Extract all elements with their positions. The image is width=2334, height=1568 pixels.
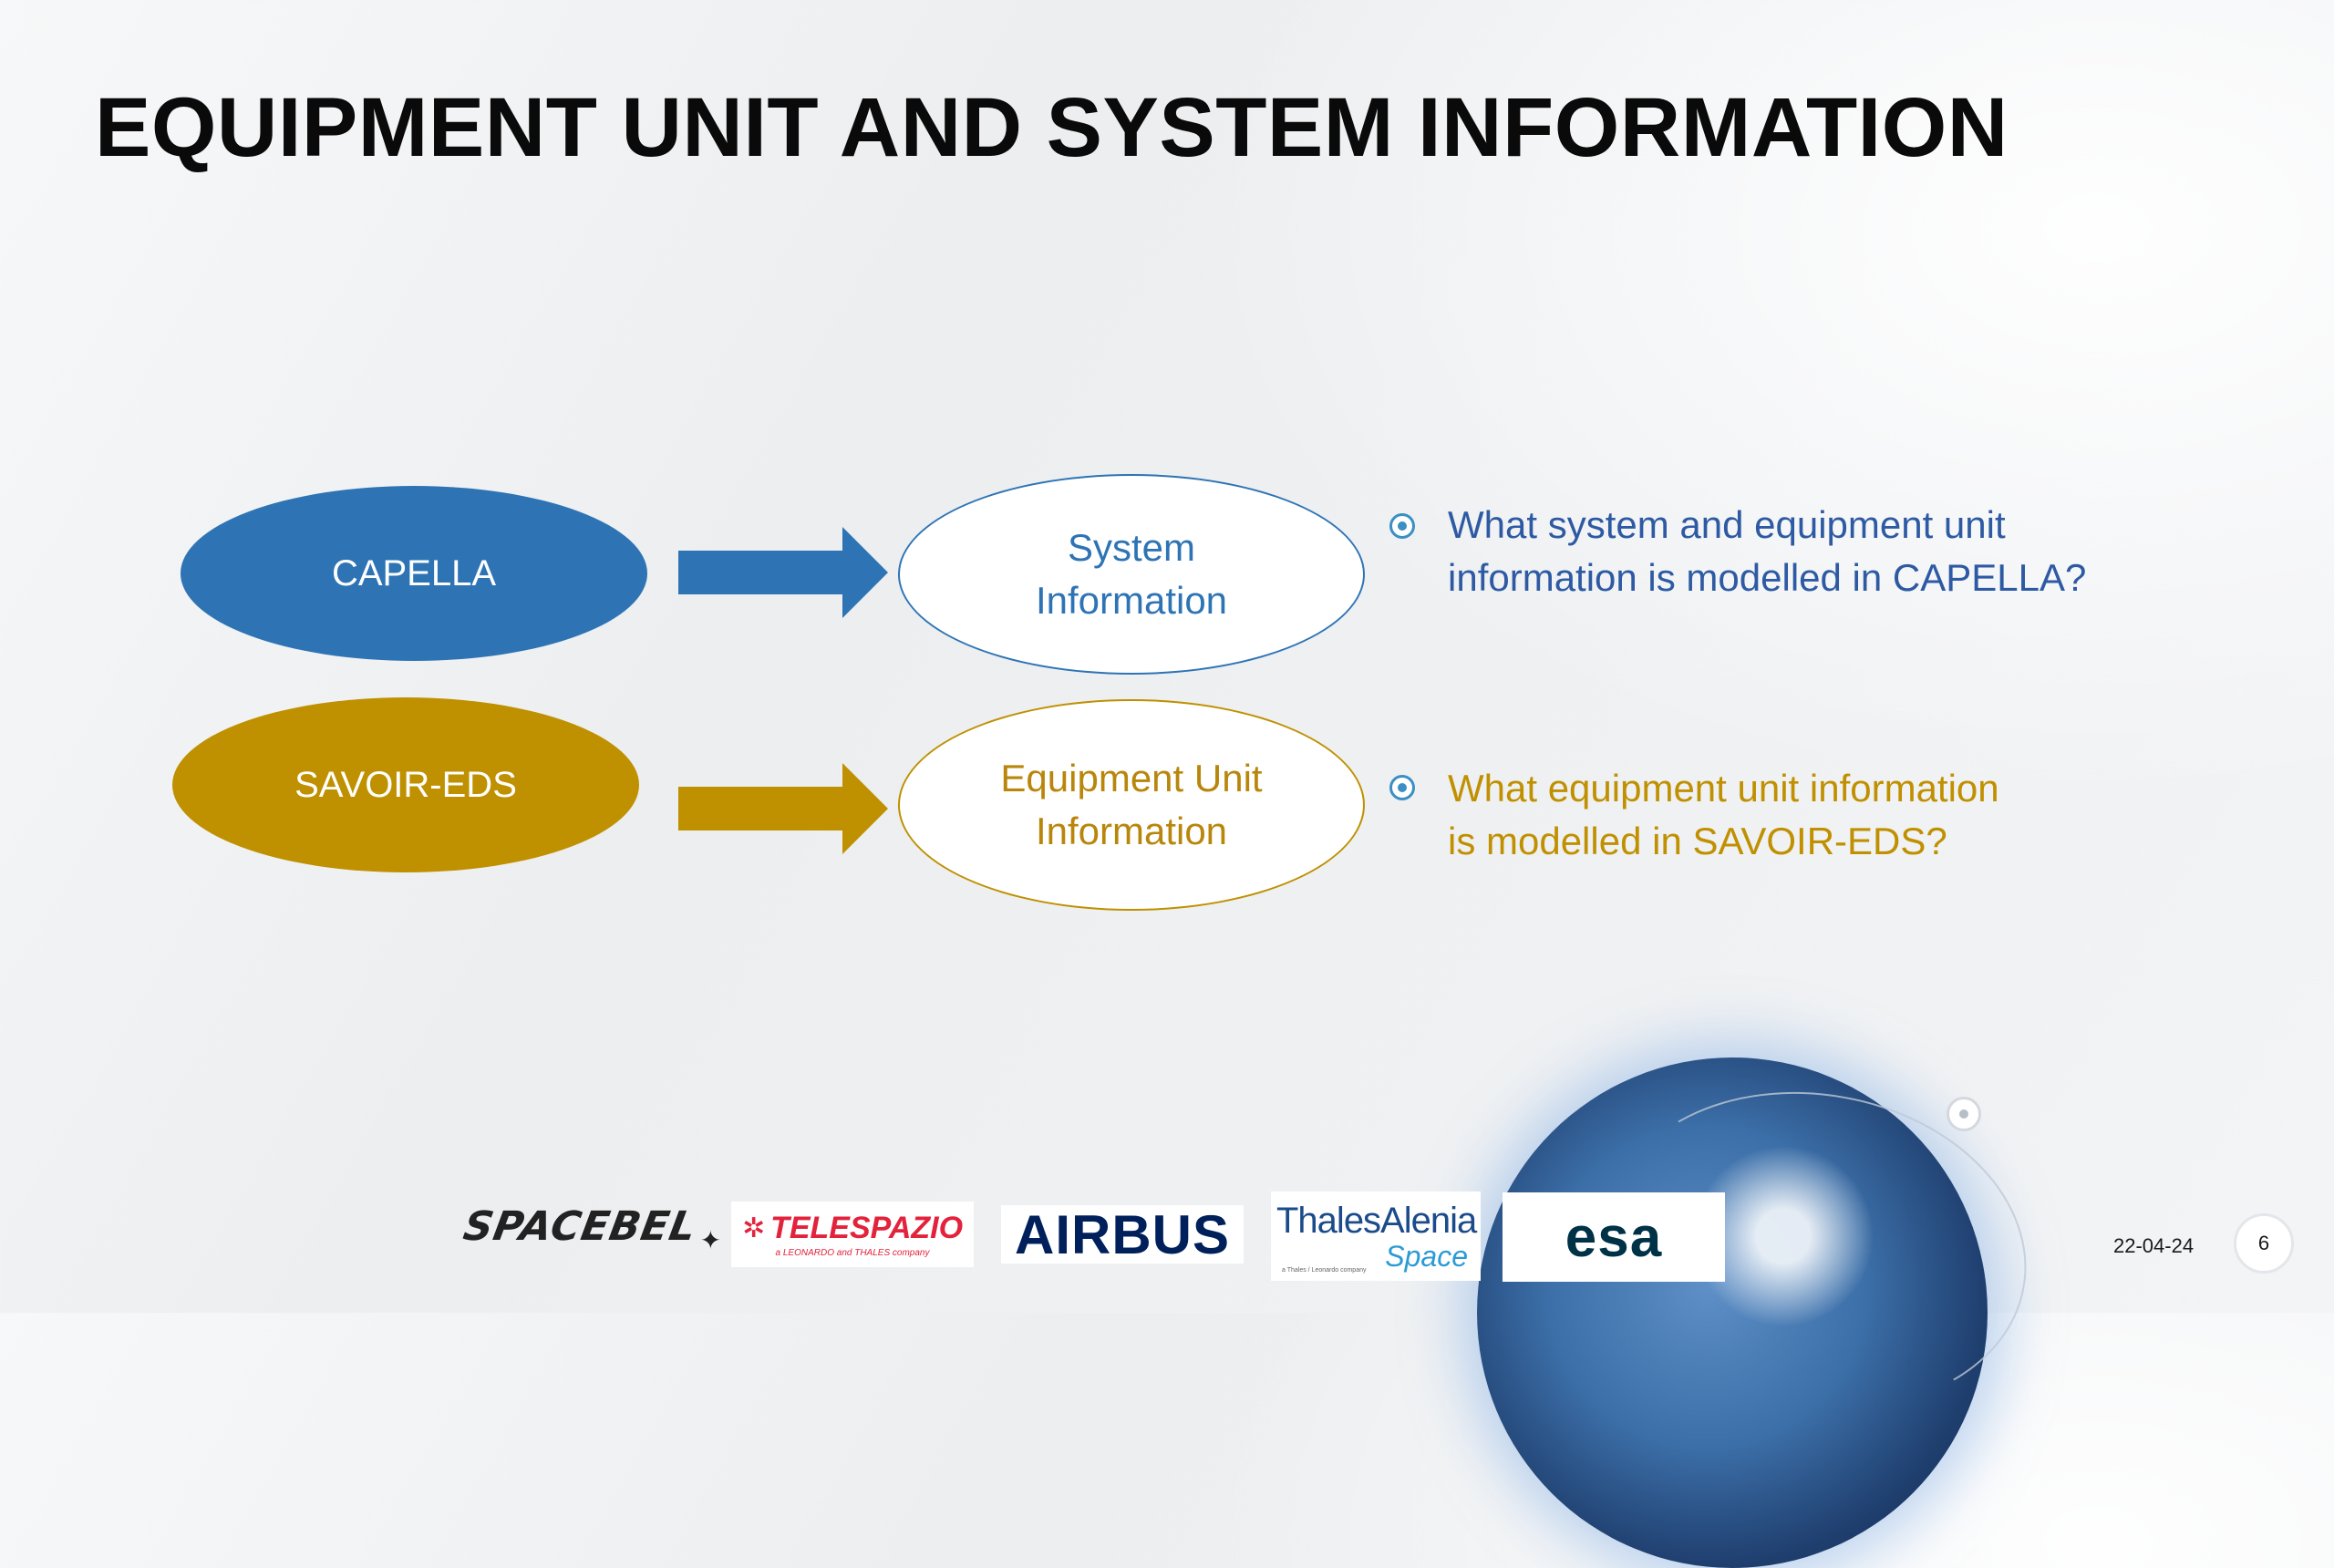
slide-date: 22-04-24: [2113, 1234, 2195, 1257]
esa-logo: esa: [1503, 1192, 1725, 1282]
question-savoir-eds-line-2: is modelled in SAVOIR-EDS?: [1448, 820, 1947, 862]
arrow-right-icon: [678, 763, 888, 854]
telespazio-logo-text: TELESPAZIO: [770, 1211, 964, 1245]
capella-label: CAPELLA: [331, 553, 497, 593]
question-capella-line-2: information is modelled in CAPELLA?: [1448, 556, 2087, 599]
thales-alenia-logo-text: ThalesAlenia: [1276, 1201, 1477, 1241]
spacebel-logo-text: SPACEBEL: [460, 1202, 701, 1250]
bullet-icon: [1389, 513, 1415, 539]
telespazio-mark-icon: ✲: [741, 1213, 766, 1243]
thales-space-logo-text: Space: [1385, 1240, 1468, 1273]
slide-title: EQUIPMENT UNIT AND SYSTEM INFORMATION: [95, 81, 2009, 174]
bullet-icon: [1389, 775, 1415, 800]
airbus-logo: AIRBUS: [1001, 1203, 1244, 1265]
orbit-dot-icon: [1947, 1097, 1981, 1131]
telespazio-logo-main: ✲ TELESPAZIO: [742, 1211, 963, 1246]
arrow-right-icon: [678, 527, 888, 618]
question-capella-line-1: What system and equipment unit: [1448, 503, 2006, 546]
telespazio-logo-subtext: a LEONARDO and THALES company: [775, 1248, 930, 1258]
savoir-eds-label: SAVOIR-EDS: [294, 765, 517, 805]
savoir-eds-ellipse: SAVOIR-EDS: [172, 697, 639, 872]
equipment-unit-information-ellipse: Equipment Unit Information: [898, 699, 1365, 911]
equipment-unit-information-line-2: Information: [1035, 810, 1228, 852]
esa-logo-text: esa: [1565, 1205, 1663, 1269]
system-information-line-1: System: [1067, 526, 1195, 569]
airbus-logo-text: AIRBUS: [1014, 1203, 1230, 1265]
telespazio-logo: ✲ TELESPAZIO a LEONARDO and THALES compa…: [731, 1202, 974, 1267]
question-savoir-eds: What equipment unit information is model…: [1448, 762, 1999, 868]
system-information-ellipse: System Information: [898, 474, 1365, 675]
question-savoir-eds-line-1: What equipment unit information: [1448, 767, 1999, 810]
thales-alenia-space-logo: ThalesAlenia Space a Thales / Leonardo c…: [1271, 1191, 1481, 1281]
thales-logo-subtext: a Thales / Leonardo company: [1282, 1267, 1367, 1274]
system-information-line-2: Information: [1035, 579, 1228, 622]
equipment-unit-information-line-1: Equipment Unit: [1000, 757, 1263, 799]
capella-ellipse: CAPELLA: [181, 486, 647, 661]
question-capella: What system and equipment unit informati…: [1448, 499, 2086, 604]
page-number: 6: [2257, 1232, 2270, 1254]
page-number-badge: 6: [2234, 1213, 2294, 1274]
slide: EQUIPMENT UNIT AND SYSTEM INFORMATION CA…: [95, 81, 2294, 1568]
star-icon: ✦: [699, 1225, 722, 1254]
spacebel-logo: SPACEBEL ✦: [460, 1185, 721, 1267]
